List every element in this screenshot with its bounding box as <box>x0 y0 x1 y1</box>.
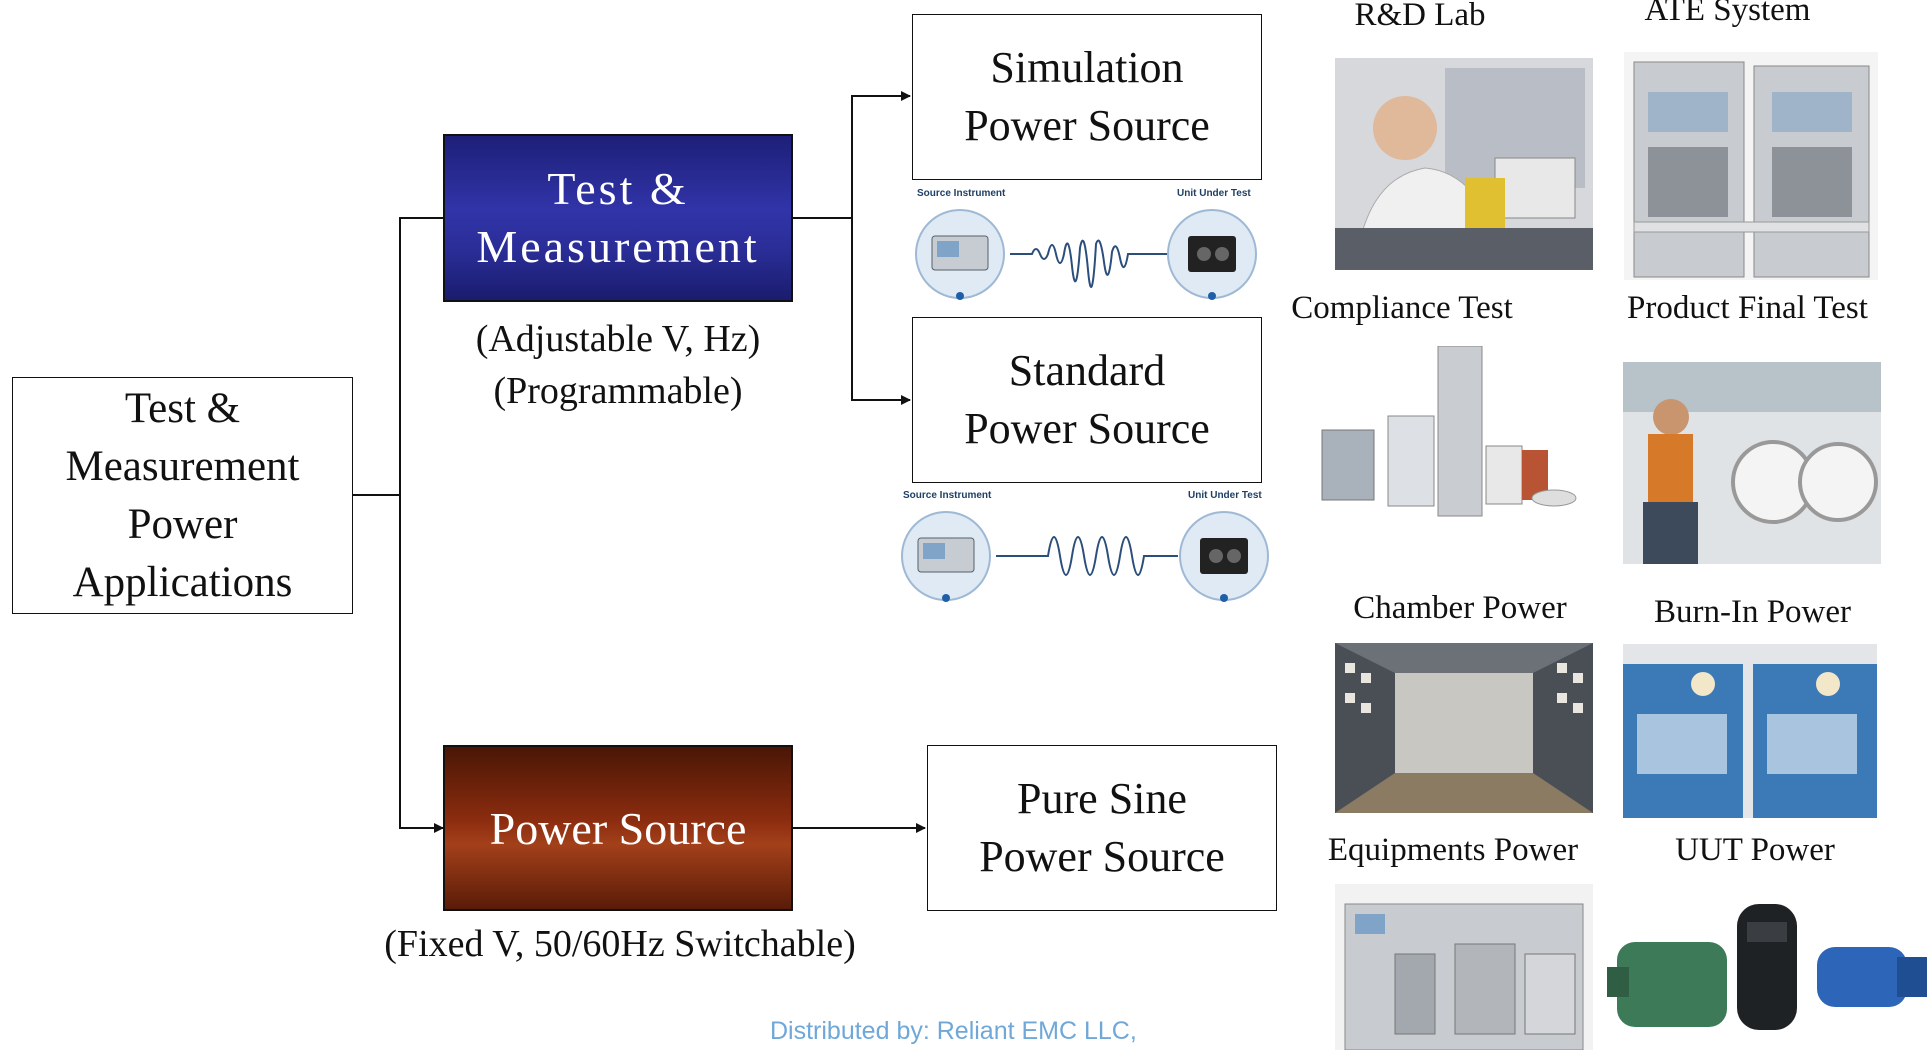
label-burn-in-power: Burn-In Power <box>1653 594 1852 630</box>
pure-sine-line-2: Power Source <box>979 832 1225 881</box>
simulation-waveform <box>1010 239 1170 288</box>
rd-lab-photo <box>1335 58 1593 270</box>
standard-waveform-diagram: Source Instrument Unit Under Test <box>901 490 1269 602</box>
ate-system-photo <box>1624 52 1878 280</box>
footer-distributor: Distributed by: Reliant EMC LLC, <box>770 1017 1137 1045</box>
product-final-test-photo <box>1623 362 1881 564</box>
tm-caption-line-2: (Programmable) <box>493 370 743 412</box>
power-source-box: Power Source <box>443 745 793 911</box>
test-measurement-box: Test & Measurement <box>443 134 793 302</box>
tm-line-1: Test & <box>547 163 689 214</box>
pure-sine-power-source-box: Pure Sine Power Source <box>927 745 1277 911</box>
burn-in-power-photo <box>1623 644 1877 818</box>
diagram-std-uut-label: Unit Under Test <box>1188 490 1262 501</box>
label-ate-system: ATE System <box>1644 0 1811 28</box>
label-equipments-power: Equipments Power <box>1327 832 1579 868</box>
uut-power-photo <box>1607 892 1928 1050</box>
power-source-label: Power Source <box>489 802 747 854</box>
simulation-line-2: Power Source <box>964 101 1210 150</box>
source-instrument-icon <box>915 209 1005 300</box>
source-instrument-icon <box>901 511 991 602</box>
equipments-power-photo <box>1335 884 1593 1050</box>
standard-power-source-box: Standard Power Source <box>912 317 1262 483</box>
unit-under-test-icon <box>1167 209 1257 300</box>
diagram-sim-uut-label: Unit Under Test <box>1177 188 1251 199</box>
sine-waveform <box>996 536 1178 576</box>
compliance-test-photo <box>1308 346 1578 520</box>
label-product-final-test: Product Final Test <box>1627 290 1868 326</box>
standard-line-2: Power Source <box>964 404 1210 453</box>
connector-tm-split <box>793 91 911 219</box>
label-compliance-test: Compliance Test <box>1291 290 1513 326</box>
connector-root-to-ps <box>399 495 444 833</box>
root-box: Test & Measurement Power Applications <box>12 377 353 614</box>
unit-under-test-icon <box>1179 511 1269 602</box>
tm-caption-line-1: (Adjustable V, Hz) <box>475 318 761 360</box>
label-chamber-power: Chamber Power <box>1353 590 1567 626</box>
simulation-power-source-box: Simulation Power Source <box>912 14 1262 180</box>
root-line-2: Measurement <box>65 442 300 490</box>
label-rd-lab: R&D Lab <box>1354 0 1486 33</box>
standard-line-1: Standard <box>1008 346 1166 395</box>
connector-root-to-tm <box>353 213 473 496</box>
diagram-std-source-label: Source Instrument <box>903 490 992 501</box>
root-line-1: Test & <box>124 384 241 432</box>
tm-line-2: Measurement <box>476 221 760 272</box>
ps-caption: (Fixed V, 50/60Hz Switchable) <box>384 923 856 965</box>
simulation-waveform-diagram: Source Instrument Unit Under Test <box>915 188 1257 300</box>
diagram-sim-source-label: Source Instrument <box>917 188 1006 199</box>
root-line-4: Applications <box>72 558 293 606</box>
root-line-3: Power <box>127 500 238 548</box>
label-uut-power: UUT Power <box>1675 832 1835 868</box>
tm-caption: (Adjustable V, Hz) (Programmable) <box>443 313 793 417</box>
pure-sine-line-1: Pure Sine <box>1017 774 1187 823</box>
chamber-power-photo <box>1335 643 1593 813</box>
simulation-line-1: Simulation <box>990 43 1184 92</box>
connector-tm-to-standard <box>851 218 911 405</box>
